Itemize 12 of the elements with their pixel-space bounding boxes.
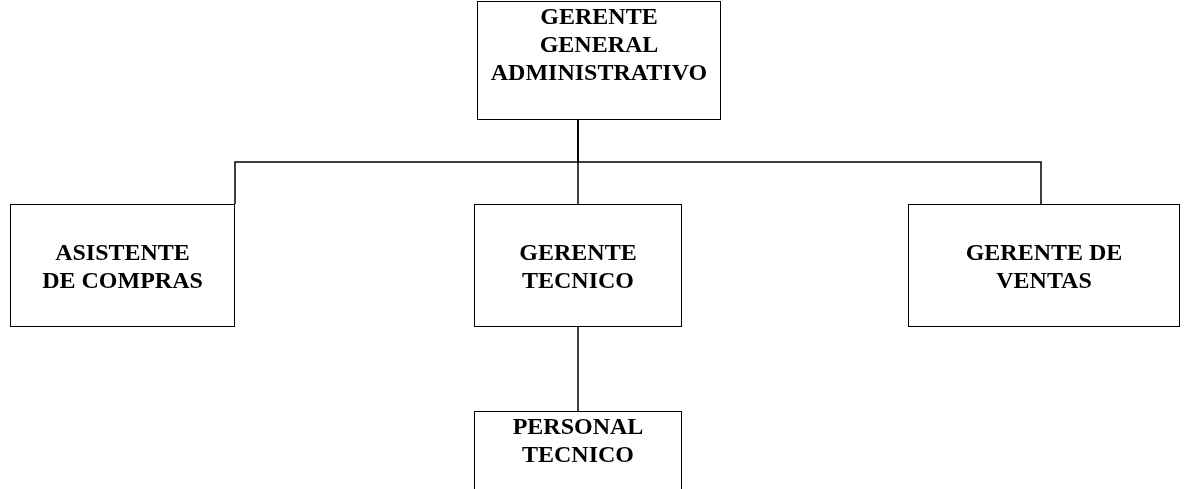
role-title: PERSONAL TECNICO [511, 412, 645, 468]
org-box [474, 411, 682, 489]
connector-line [577, 119, 1042, 205]
org-box [477, 1, 721, 120]
org-box [908, 204, 1180, 327]
role-title: ASISTENTE DE COMPRAS [41, 237, 204, 294]
role-title: GERENTE TECNICO [518, 237, 638, 294]
org-box [10, 204, 235, 327]
connector-line [577, 326, 579, 412]
org-box [474, 204, 682, 327]
role-title: GERENTE GENERAL ADMINISTRATIVO [489, 2, 709, 86]
role-title: GERENTE DE VENTAS [964, 237, 1124, 294]
